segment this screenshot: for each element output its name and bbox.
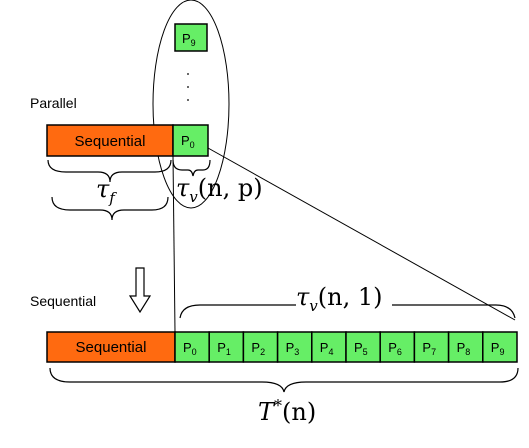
parallel-p0-label: P0 <box>181 133 195 150</box>
parallel-p0-box <box>172 124 209 157</box>
processor-box-1 <box>208 331 245 363</box>
expansion-line <box>207 147 516 321</box>
processor-box-2 <box>242 331 279 363</box>
parallel-sequential-text: Sequential <box>75 133 146 150</box>
tau-v-np-label: τv(n, p) <box>176 174 263 206</box>
processor-label-8: P8 <box>457 340 471 357</box>
processor-label-4: P4 <box>320 340 334 357</box>
processor-box-5 <box>345 331 381 363</box>
processor-label-2: P2 <box>251 340 265 357</box>
processor-group-ellipse <box>152 0 230 209</box>
parallel-sequential-box <box>46 124 174 157</box>
total-time-label: T*(n) <box>258 396 316 426</box>
vertical-ellipsis <box>187 73 189 101</box>
processor-box-4 <box>311 331 347 363</box>
processor-label-5: P5 <box>354 340 368 357</box>
processor-label-6: P6 <box>388 340 402 357</box>
processor-label-1: P1 <box>217 340 231 357</box>
processor-label-7: P7 <box>422 340 436 357</box>
down-arrow-icon <box>128 267 152 314</box>
tau-v-brace <box>172 159 211 177</box>
tau-f-brace-upper <box>47 159 172 183</box>
top-processor-label: P9 <box>182 31 196 48</box>
sequential-label: Sequential <box>30 293 96 309</box>
sequential-row-sequential-box <box>46 331 176 363</box>
tau-f-label: τf <box>96 175 117 207</box>
parallel-label: Parallel <box>30 95 77 111</box>
sequential-row-sequential-text: Sequential <box>76 339 147 356</box>
top-processor-box <box>174 23 208 52</box>
tau-v-n1-label: τv(n, 1) <box>296 283 382 315</box>
tau-f-brace-lower <box>51 196 169 221</box>
processor-label-9: P9 <box>491 340 505 357</box>
processor-label-3: P3 <box>286 340 300 357</box>
processor-label-0: P0 <box>183 340 197 357</box>
tau-v-n1-brace <box>179 304 516 319</box>
processor-box-0 <box>174 331 210 363</box>
total-time-brace <box>49 367 519 393</box>
processor-box-9 <box>482 331 518 363</box>
vertical-guide-line <box>172 155 176 333</box>
sequential-processor-row: P0 P1 P2 P3 P4 P5 P6 P7 P8 P9 <box>174 331 518 363</box>
